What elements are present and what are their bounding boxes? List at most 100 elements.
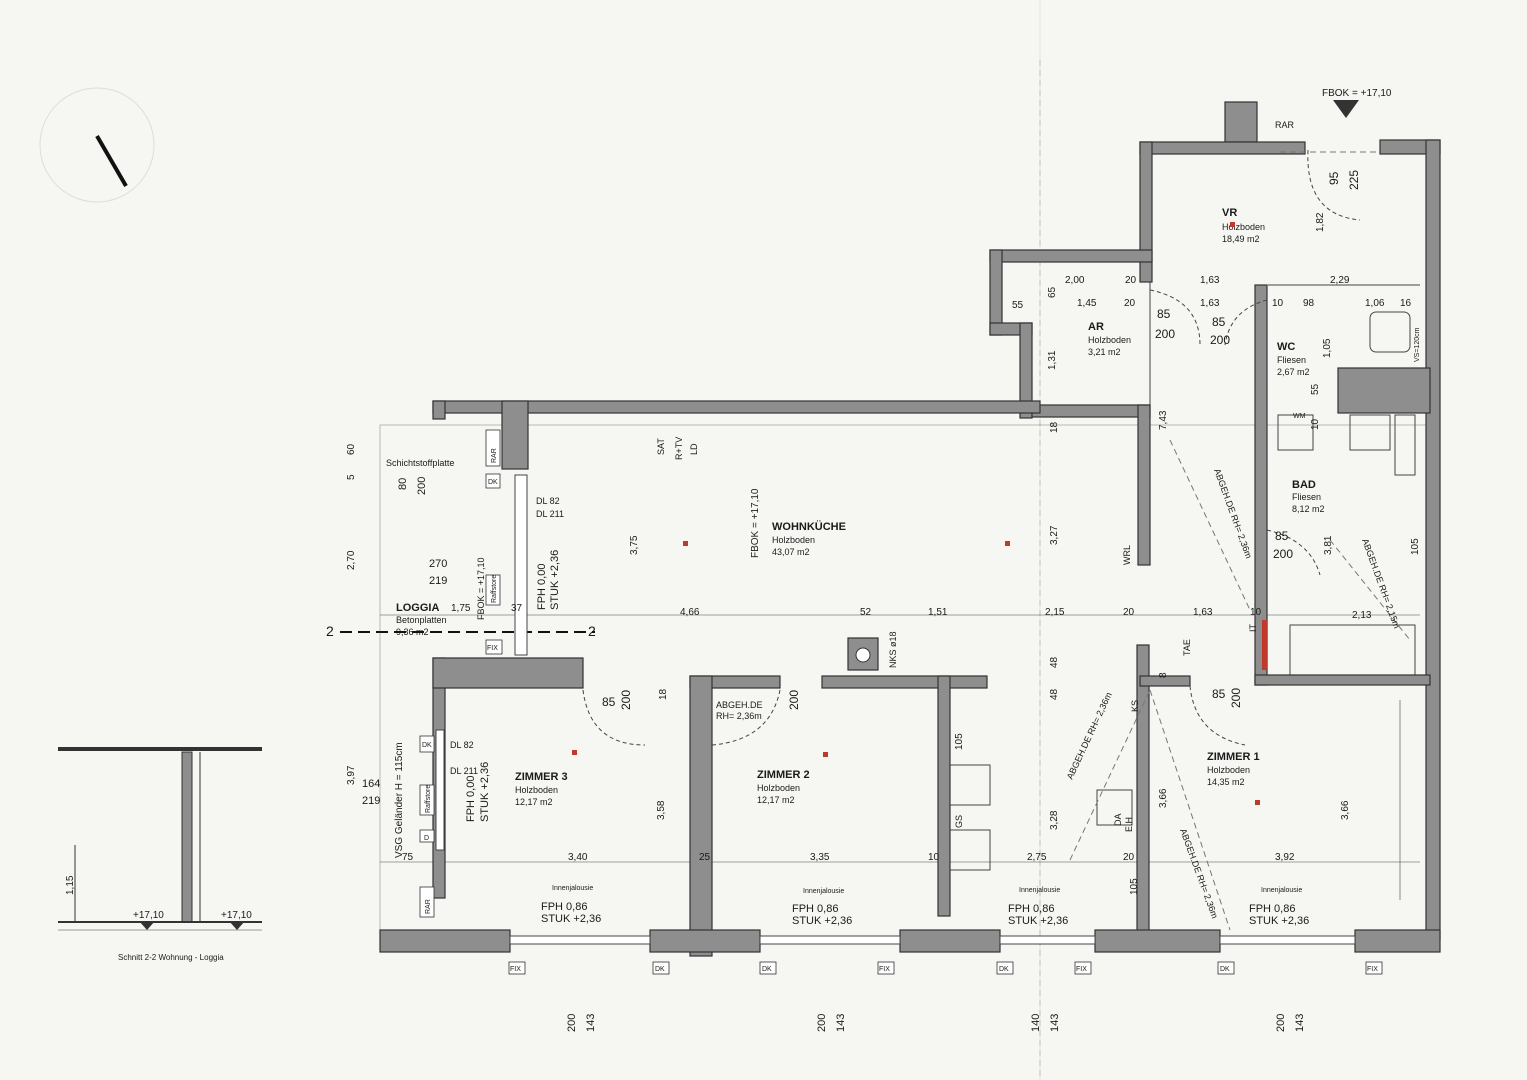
svg-text:105: 105 [1129, 878, 1140, 895]
svg-text:1,63: 1,63 [1200, 275, 1220, 286]
svg-text:85: 85 [1212, 315, 1226, 329]
svg-text:FPH 0,86: FPH 0,86 [541, 901, 587, 913]
svg-text:GS: GS [954, 815, 964, 828]
walls [379, 101, 1441, 957]
svg-text:Innenjalousie: Innenjalousie [552, 885, 593, 892]
svg-text:FPH 0,00: FPH 0,00 [536, 564, 548, 610]
svg-text:DL 211: DL 211 [450, 766, 478, 776]
svg-text:Holzboden: Holzboden [1088, 335, 1131, 345]
svg-text:85: 85 [1157, 307, 1171, 321]
svg-text:2,75: 2,75 [1027, 852, 1047, 863]
svg-text:1,05: 1,05 [1322, 338, 1333, 358]
svg-text:RH= 2,36m: RH= 2,36m [716, 711, 762, 721]
room-label-ar: AR Holzboden 3,21 m2 [1088, 321, 1131, 357]
svg-text:WM: WM [1293, 413, 1306, 420]
svg-text:STUK +2,36: STUK +2,36 [549, 550, 561, 610]
svg-text:ZIMMER 3: ZIMMER 3 [515, 771, 568, 783]
svg-text:65: 65 [1047, 286, 1058, 298]
svg-text:Innenjalousie: Innenjalousie [1261, 887, 1302, 894]
room-label-zimmer2: ZIMMER 2 Holzboden 12,17 m2 [757, 769, 810, 805]
tags: RAR DK FIX Raffstore DK Raffstore D RAR … [419, 429, 1383, 975]
svg-text:1,31: 1,31 [1047, 350, 1058, 370]
svg-text:DL 82: DL 82 [536, 496, 560, 506]
svg-text:164: 164 [362, 778, 380, 790]
svg-text:95: 95 [1327, 171, 1341, 185]
svg-text:FIX: FIX [510, 966, 521, 973]
svg-text:200: 200 [1229, 688, 1243, 708]
svg-text:1,51: 1,51 [928, 607, 948, 618]
svg-text:18: 18 [658, 688, 669, 700]
vent-symbol [855, 647, 871, 663]
svg-text:143: 143 [835, 1014, 847, 1032]
svg-text:D: D [424, 835, 429, 842]
svg-text:STUK +2,36: STUK +2,36 [1008, 915, 1068, 927]
svg-text:3,35: 3,35 [810, 852, 830, 863]
svg-text:10: 10 [1250, 607, 1262, 618]
svg-text:1,82: 1,82 [1315, 212, 1326, 232]
svg-text:DK: DK [655, 966, 665, 973]
svg-text:2: 2 [326, 623, 334, 639]
svg-text:DK: DK [422, 742, 432, 749]
svg-text:10: 10 [1272, 298, 1284, 309]
svg-text:DK: DK [1220, 966, 1230, 973]
svg-text:WOHNKÜCHE: WOHNKÜCHE [772, 520, 846, 533]
svg-text:2,67 m2: 2,67 m2 [1277, 367, 1310, 377]
svg-text:FPH 0,86: FPH 0,86 [1008, 903, 1054, 915]
svg-text:3,58: 3,58 [656, 800, 667, 820]
svg-text:200: 200 [566, 1014, 578, 1032]
room-label-zimmer1: ZIMMER 1 Holzboden 14,35 m2 [1207, 751, 1260, 787]
svg-text:IT: IT [1248, 623, 1258, 632]
svg-text:75: 75 [402, 852, 414, 863]
svg-text:FPH 0,86: FPH 0,86 [792, 903, 838, 915]
svg-text:1,63: 1,63 [1200, 298, 1220, 309]
svg-text:STUK +2,36: STUK +2,36 [1249, 915, 1309, 927]
svg-text:105: 105 [954, 733, 965, 750]
svg-text:200: 200 [1155, 327, 1175, 341]
svg-text:3,75: 3,75 [629, 535, 640, 555]
svg-text:10: 10 [1310, 418, 1321, 430]
svg-text:2,15: 2,15 [1045, 607, 1065, 618]
svg-text:RAR: RAR [1275, 120, 1295, 130]
svg-text:60: 60 [346, 443, 357, 455]
svg-text:FPH 0,00: FPH 0,00 [465, 776, 477, 822]
svg-text:3,66: 3,66 [1158, 788, 1169, 808]
svg-text:7,43: 7,43 [1158, 410, 1169, 430]
room-label-loggia: LOGGIA Betonplatten 9,36 m2 [396, 602, 447, 637]
room-label-wc: WC Fliesen 2,67 m2 [1277, 341, 1310, 377]
svg-text:43,07 m2: 43,07 m2 [772, 547, 810, 557]
svg-text:3,21 m2: 3,21 m2 [1088, 347, 1121, 357]
svg-text:ABGEH.DE RH= 2,36m: ABGEH.DE RH= 2,36m [1065, 691, 1114, 781]
svg-text:10: 10 [928, 852, 940, 863]
svg-text:5: 5 [346, 474, 357, 480]
svg-text:85: 85 [1275, 529, 1289, 543]
svg-text:Schnitt 2-2 Wohnung - Loggia: Schnitt 2-2 Wohnung - Loggia [118, 953, 224, 962]
dimension-labels: 2,00 20 1,45 20 55 65 1,31 85 200 1,63 1… [326, 170, 1421, 1032]
svg-text:200: 200 [619, 690, 633, 710]
svg-text:LOGGIA: LOGGIA [396, 602, 439, 614]
svg-text:FBOK = +17,10: FBOK = +17,10 [750, 488, 761, 558]
svg-text:143: 143 [1294, 1014, 1306, 1032]
svg-text:1,15: 1,15 [65, 875, 76, 895]
svg-text:8: 8 [1158, 672, 1169, 678]
svg-text:Holzboden: Holzboden [757, 783, 800, 793]
svg-text:3,66: 3,66 [1340, 800, 1351, 820]
svg-text:Innenjalousie: Innenjalousie [1019, 887, 1060, 894]
north-arrow-icon [39, 87, 155, 203]
svg-text:20: 20 [1124, 298, 1136, 309]
svg-text:R+TV: R+TV [674, 437, 684, 460]
svg-text:STUK +2,36: STUK +2,36 [479, 762, 491, 822]
svg-text:219: 219 [429, 575, 447, 587]
svg-text:STUK +2,36: STUK +2,36 [792, 915, 852, 927]
svg-text:16: 16 [1400, 298, 1412, 309]
svg-text:2: 2 [588, 623, 596, 639]
svg-text:20: 20 [1123, 852, 1135, 863]
svg-text:3,27: 3,27 [1049, 525, 1060, 545]
svg-text:DL 82: DL 82 [450, 740, 474, 750]
svg-text:9,36 m2: 9,36 m2 [396, 627, 429, 637]
svg-text:3,97: 3,97 [346, 765, 357, 785]
svg-text:VR: VR [1222, 207, 1237, 219]
svg-text:FBOK = +17,10: FBOK = +17,10 [476, 557, 486, 620]
section-inset: 1,15 +17,10 +17,10 Schnitt 2-2 Wohnung -… [58, 747, 262, 962]
room-label-vr: VR Holzboden 18,49 m2 [1222, 207, 1265, 244]
svg-text:+17,10: +17,10 [221, 910, 252, 921]
